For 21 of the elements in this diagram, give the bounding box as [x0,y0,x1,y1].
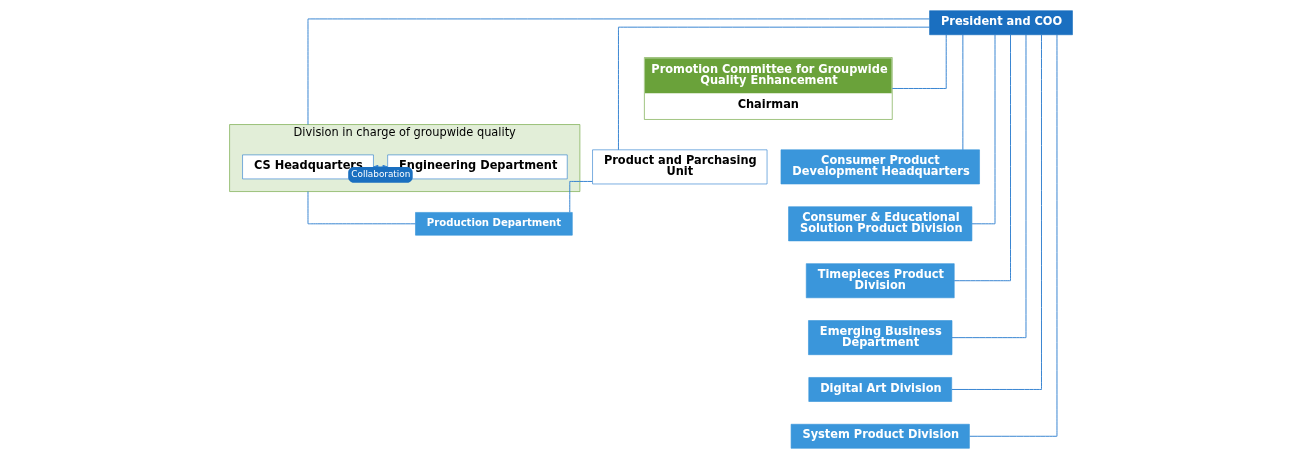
connector [307,18,930,125]
connector [961,34,963,151]
node-box: Consumer & Educational Solution Product Division [787,206,972,242]
node-box: President and COO [928,10,1073,36]
connector [971,34,995,225]
connector [568,180,593,213]
node-box: Timepieces Product Division [805,263,955,299]
connector [891,34,947,89]
node-box: Digital Art Division [807,377,952,402]
connector [951,34,1026,339]
connector [617,26,930,151]
edge-label: Collaboration [350,169,410,180]
connector [953,34,1011,282]
connector [968,34,1057,437]
node-box: Production Department [414,212,573,236]
node-box: System Product Division [790,423,970,449]
connector [307,191,416,225]
node-box: Consumer Product Development Headquarters [780,149,980,185]
connector [950,34,1042,390]
node-box: Product and Parchasing Unit [591,149,767,185]
node-box: Emerging Business Department [807,320,952,355]
